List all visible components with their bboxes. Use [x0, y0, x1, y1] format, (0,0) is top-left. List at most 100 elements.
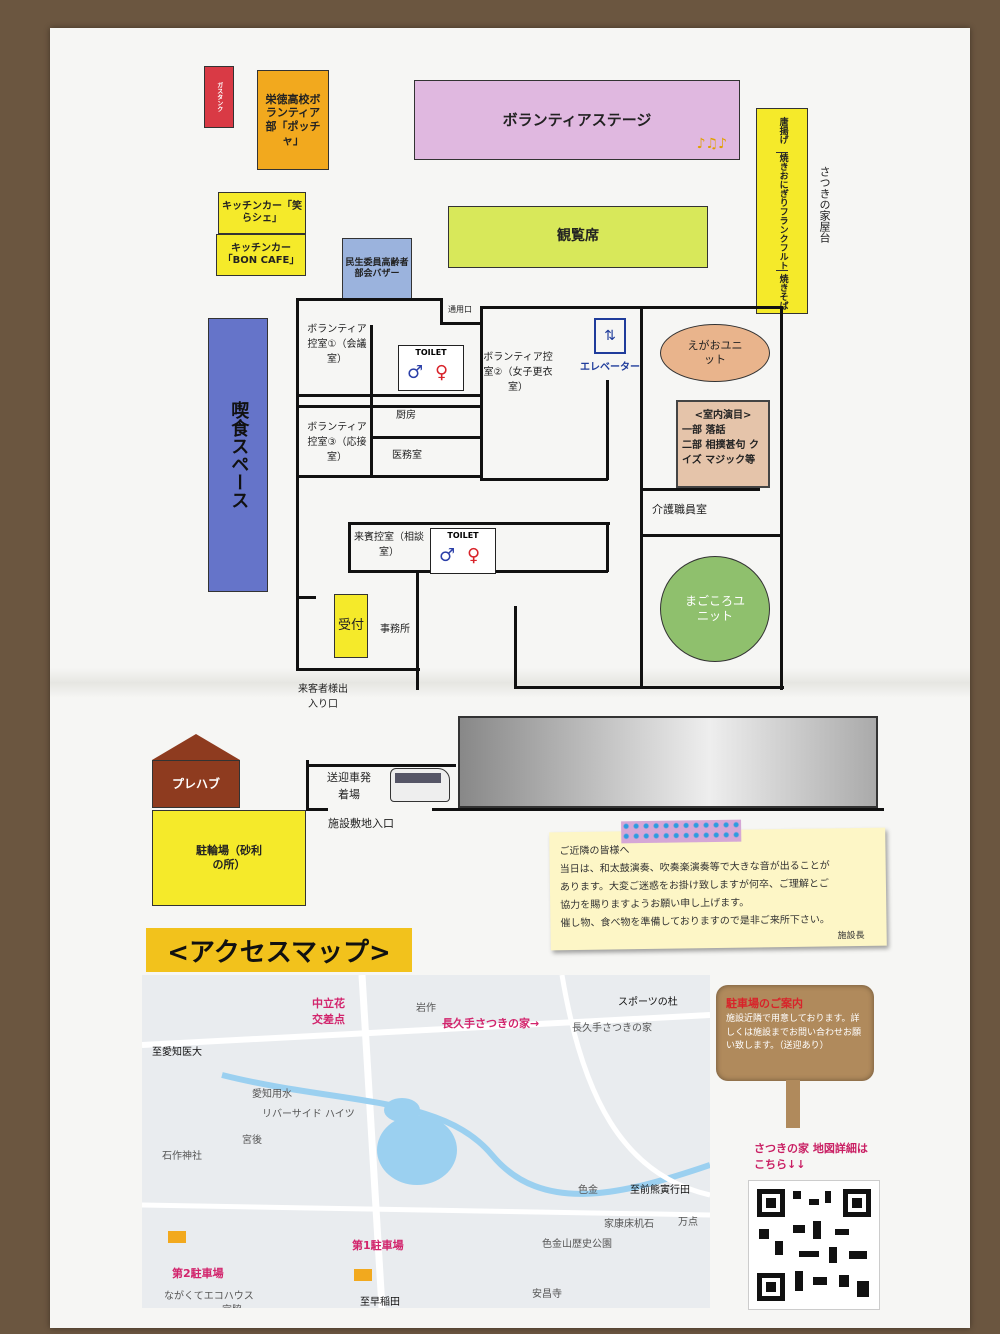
- place-miyawaki: 宮脇: [222, 1301, 242, 1308]
- minsei-label: 民生委員高齢者部会バザー: [345, 257, 409, 279]
- womens-toilet-icon: ♀: [435, 362, 449, 383]
- toilet-1: TOILET ♂ ♀: [398, 345, 464, 391]
- program-title: <室内演目>: [694, 410, 752, 421]
- food-stall-2: 焼きおにぎりフランクフルト: [776, 152, 788, 271]
- site-entrance-label: 施設敷地入口: [328, 817, 394, 830]
- kitchen-car-2-label: キッチンカー「BON CAFE」: [222, 242, 300, 267]
- food-stall-3: 焼きそば: [777, 273, 788, 310]
- reception: 受付: [334, 594, 368, 658]
- bike-parking-label: 駐輪場（砂利の所）: [196, 844, 262, 871]
- parking-notice-text: 施設近隣で用意しております。詳しくは施設までお問い合わせお願い致します。（送迎あ…: [726, 1014, 862, 1051]
- gas-tank: ガスタンク: [204, 66, 234, 128]
- notice-line-4: 催し物、食べ物を準備しておりますので是非ご来所下さい。: [560, 914, 830, 930]
- bike-parking: 駐輪場（砂利の所）: [152, 810, 306, 906]
- reception-label: 受付: [337, 617, 364, 633]
- magokoro-unit: まごころユニット: [660, 556, 770, 662]
- neighbor-notice: ご近隣の皆様へ 当日は、和太鼓演奏、吹奏楽演奏等で大きな音が出ることが あります…: [549, 819, 887, 951]
- redacted-area: [458, 716, 878, 808]
- place-yazako: 岩作: [416, 1003, 436, 1014]
- seating-area: 観覧席: [448, 206, 708, 268]
- minsei-bazaar: 民生委員高齢者部会バザー: [342, 238, 412, 300]
- kitchen-car-1-label: キッチンカー「笑らシェ」: [222, 200, 302, 225]
- place-yousui: 愛知用水: [252, 1089, 292, 1100]
- guest-room: 来賓控室（相談室）: [354, 532, 424, 558]
- notice-tape: [621, 819, 742, 844]
- place-riverside: リバーサイド ハイツ: [262, 1109, 355, 1120]
- map-roads: [142, 975, 710, 1308]
- yatai-header: さつきの家屋台: [818, 166, 831, 243]
- map-qr-code[interactable]: [748, 1180, 880, 1310]
- kitchen-car-2: キッチンカー「BON CAFE」: [216, 234, 306, 276]
- place-ieyasu: 家康床机石: [604, 1219, 654, 1230]
- van-window-icon: [395, 773, 441, 783]
- map-detail-label: さつきの家 地図詳細はこちら↓↓: [754, 1142, 868, 1171]
- food-stall-1: 唐揚げ: [776, 109, 788, 153]
- place-manten: 万点: [678, 1217, 698, 1228]
- volunteer-club-booth: 栄徳高校ボランティア部「ポッチャ」: [257, 70, 329, 170]
- place-irogane: 色金: [578, 1185, 598, 1196]
- elevator-label: エレベーター: [580, 362, 640, 373]
- magokoro-label: まごころユニット: [684, 594, 745, 623]
- notice-line-3: 協力を賜りますようお願い申し上げます。: [560, 897, 750, 912]
- egao-label: えがおユニット: [687, 339, 743, 366]
- parking-2-marker-icon: [168, 1231, 186, 1243]
- notice-line-1: 当日は、和太鼓演奏、吹奏楽演奏等で大きな音が出ることが: [559, 860, 830, 876]
- service-entrance-label: 通用口: [448, 305, 472, 314]
- vol-room-1: ボランティア控室①（会議室）: [307, 324, 367, 365]
- to-hayaine-label: 至早稲田: [360, 1297, 400, 1308]
- mens-toilet-icon: ♂: [439, 545, 456, 566]
- office-label: 事務所: [380, 624, 410, 635]
- toilet-2: TOILET ♂ ♀: [430, 528, 496, 574]
- prefab: プレハブ: [152, 760, 240, 808]
- program-part-2: 二部 相撲甚句 クイズ マジック等: [682, 440, 759, 466]
- care-staff-room: 介護職員室: [652, 503, 707, 516]
- qr-code-icon: [757, 1189, 871, 1301]
- prefab-roof: [152, 734, 240, 760]
- gas-tank-label: ガスタンク: [215, 82, 223, 112]
- seating-label: 観覧席: [557, 228, 599, 245]
- elevator-icon: ⇅: [594, 318, 626, 354]
- to-maekuma-label: 至前熊寅行田: [630, 1185, 690, 1196]
- place-ecohouse: ながくてエコハウス: [164, 1291, 254, 1302]
- notice-greeting: ご近隣の皆様へ: [559, 845, 630, 858]
- parking-1-label: 第1駐車場: [352, 1239, 404, 1252]
- shuttle-label: 送迎車発着場: [327, 771, 371, 801]
- vol-room-3: ボランティア控室③（応接室）: [307, 422, 367, 463]
- mens-toilet-icon: ♂: [407, 362, 424, 383]
- vol-room-2: ボランティア控室②（女子更衣室）: [483, 352, 553, 393]
- parking-notice-title: 駐車場のご案内: [726, 997, 803, 1010]
- access-map-title: <アクセスマップ>: [146, 928, 412, 972]
- volunteer-club-label: 栄徳高校ボランティア部「ポッチャ」: [265, 92, 321, 147]
- to-aichi-label: 至愛知医大: [152, 1047, 202, 1058]
- van-icon: [390, 768, 450, 802]
- kitchen-car-1: キッチンカー「笑らシェ」: [218, 192, 306, 234]
- kissa-space: 喫食スペース: [208, 318, 268, 592]
- parking-1-marker-icon: [354, 1269, 372, 1281]
- volunteer-stage: ボランティアステージ ♪♫♪: [414, 80, 740, 160]
- kissa-label: 喫食スペース: [228, 401, 250, 509]
- egao-unit: えがおユニット: [660, 324, 770, 382]
- kitchen-label: 厨房: [396, 410, 416, 421]
- place-sports: スポーツの杜: [618, 997, 678, 1008]
- notice-signature: 施設長: [837, 930, 865, 942]
- place-anshoji: 安昌寺: [532, 1289, 562, 1300]
- prefab-label: プレハブ: [171, 776, 220, 791]
- access-map[interactable]: 中立花交差点 長久手さつきの家→ 至愛知医大 至前熊寅行田 至早稲田 第1駐車場…: [142, 975, 710, 1308]
- stage-label: ボランティアステージ: [502, 110, 652, 129]
- parking-notice-sign: 駐車場のご案内 施設近隣で用意しております。詳しくは施設までお問い合わせお願い致…: [716, 985, 874, 1081]
- room-program-board: <室内演目> 一部 落話 二部 相撲甚句 クイズ マジック等: [676, 400, 770, 488]
- place-satsuki: 長久手さつきの家: [572, 1023, 652, 1034]
- place-miyago: 宮後: [242, 1135, 262, 1146]
- food-stall-row: 唐揚げ 焼きおにぎりフランクフルト 焼きそば: [756, 108, 808, 314]
- visitor-entrance: 来客者様出入り口: [298, 684, 348, 710]
- intersection-label: 中立花交差点: [312, 997, 345, 1026]
- notice-line-2: あります。大変ご迷惑をお掛け致しますが何卒、ご理解とご: [559, 878, 830, 894]
- destination-label: 長久手さつきの家→: [442, 1017, 540, 1030]
- parking-2-label: 第2駐車場: [172, 1267, 224, 1280]
- place-iroganeyama: 色金山歴史公園: [542, 1239, 612, 1250]
- music-notes-icon: ♪♫♪: [696, 135, 727, 152]
- womens-toilet-icon: ♀: [467, 545, 481, 566]
- sign-post: [786, 1080, 800, 1128]
- program-part-1: 一部 落話: [682, 425, 726, 436]
- place-shrine: 石作神社: [162, 1151, 202, 1162]
